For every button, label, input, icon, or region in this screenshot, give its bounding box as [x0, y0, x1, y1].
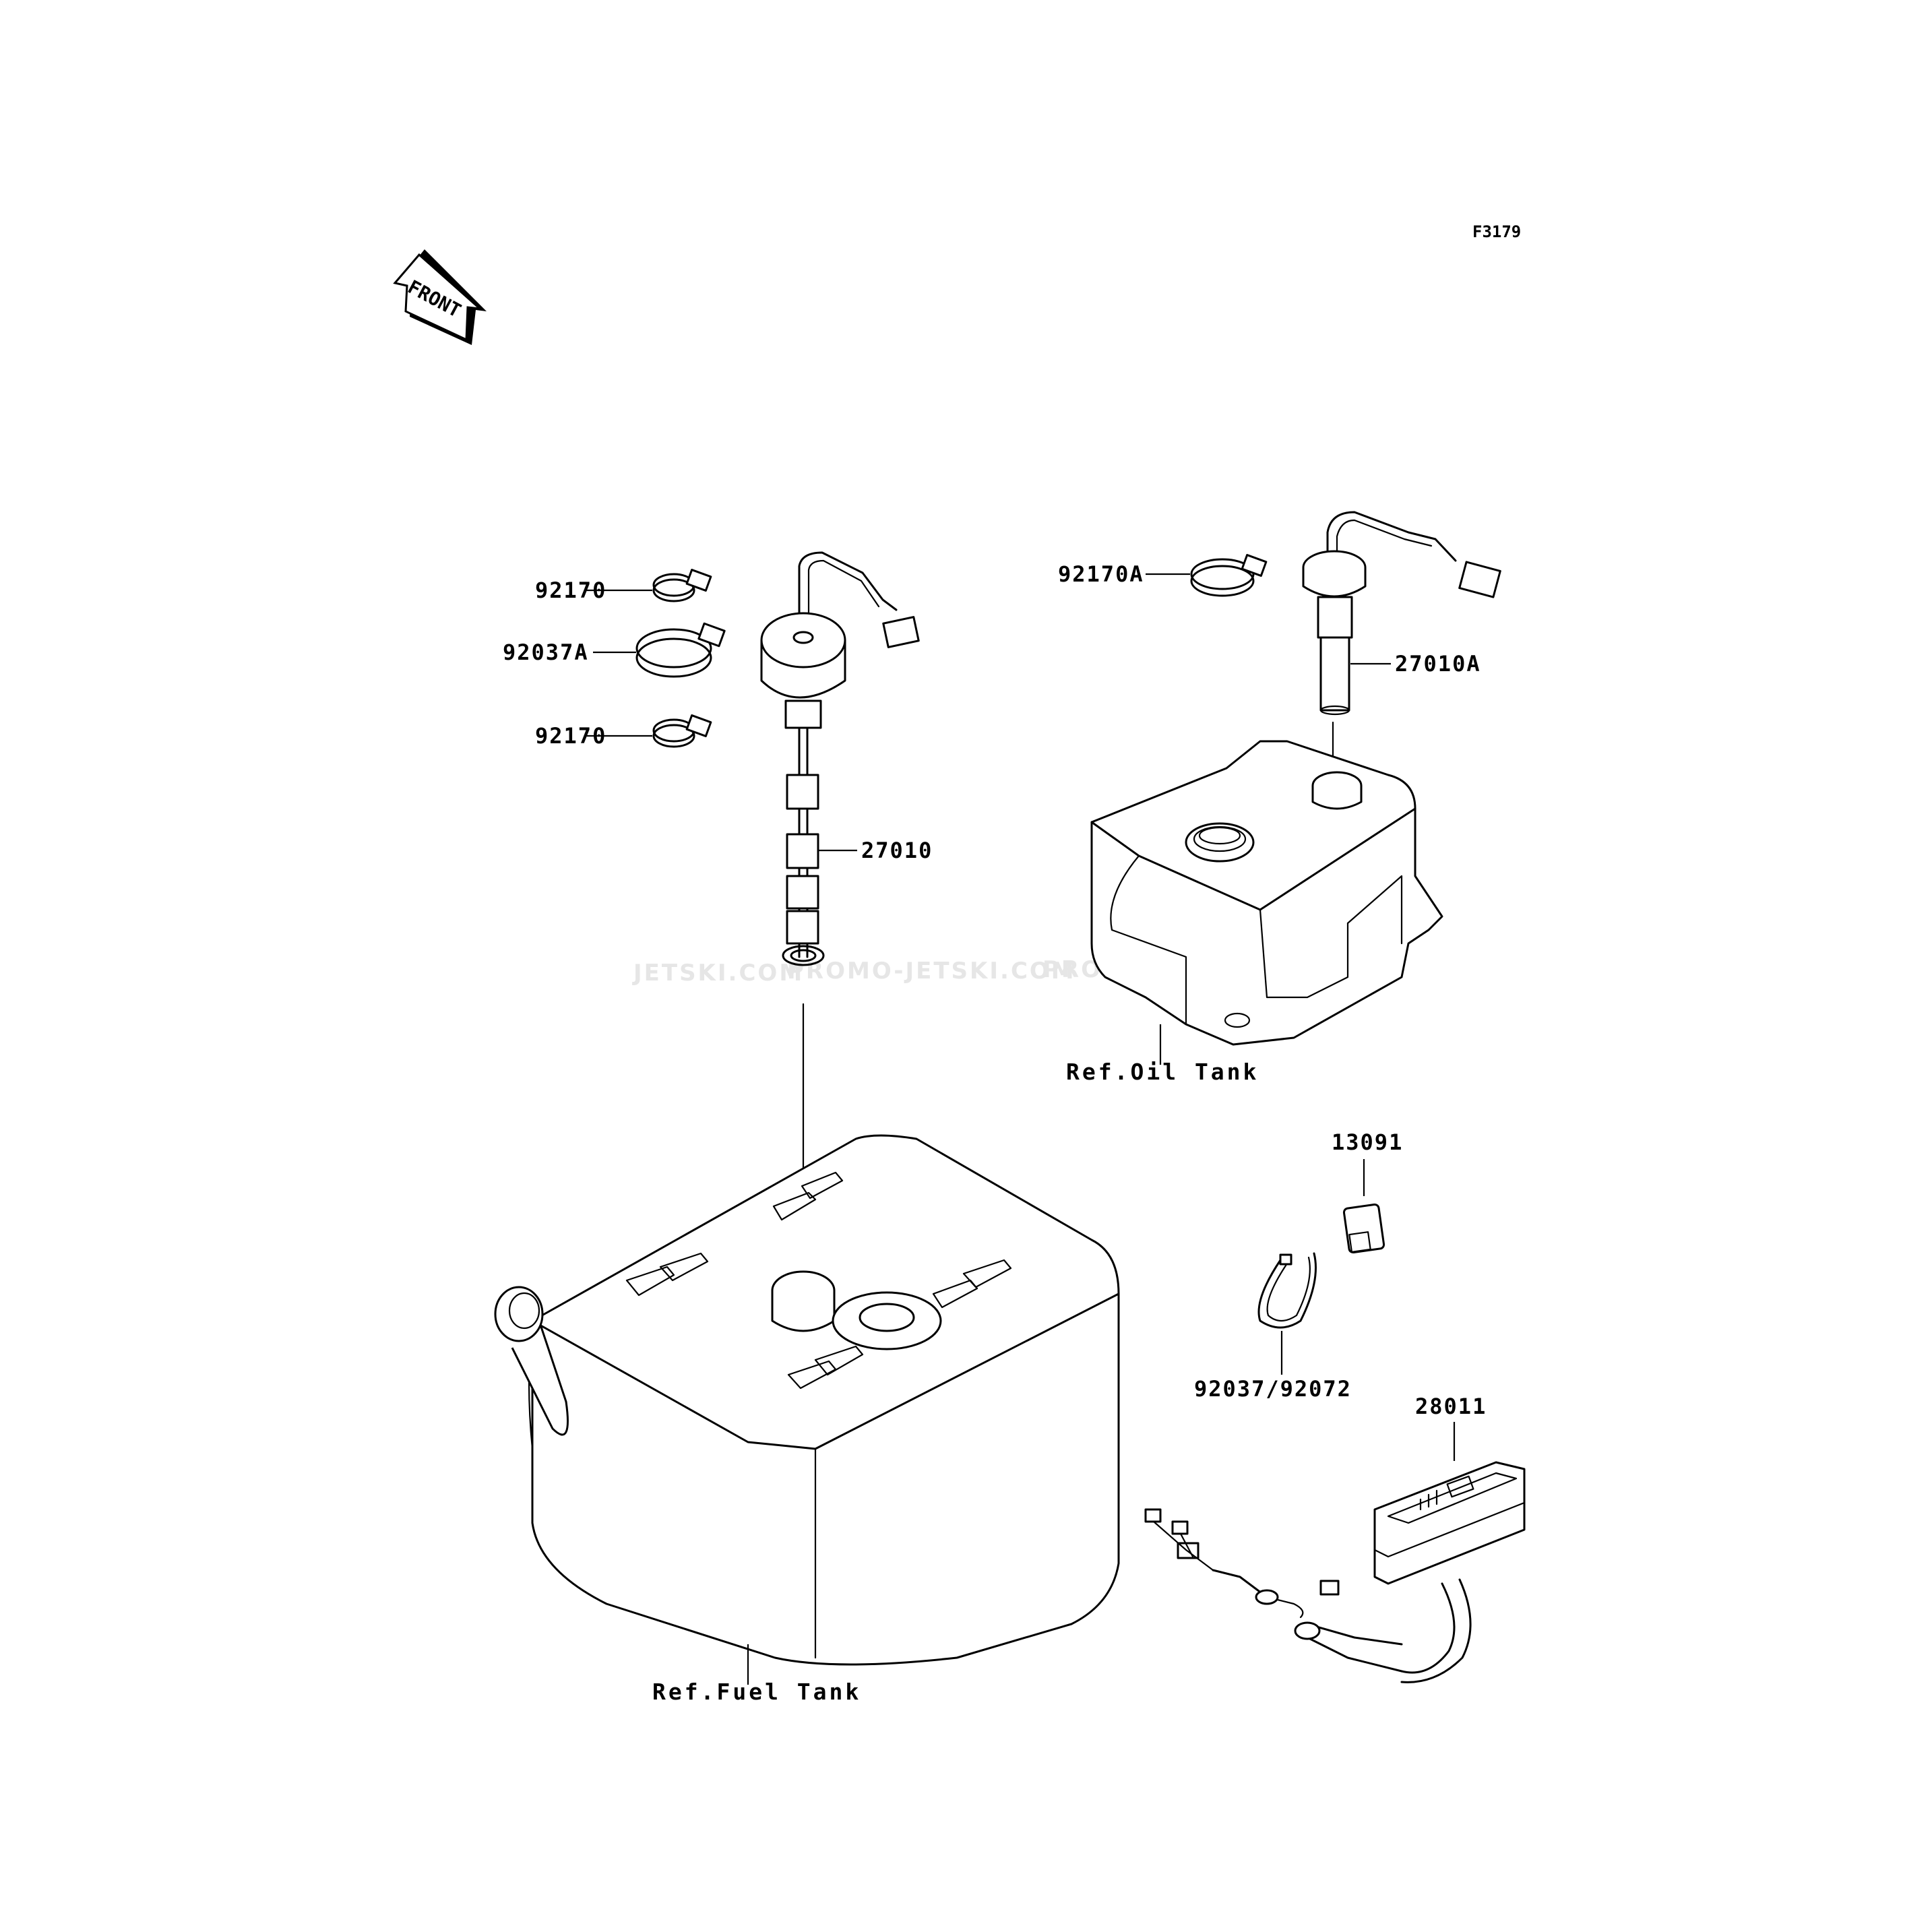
- band-92037-92072: [1257, 1252, 1317, 1329]
- watermark-1: JETSKI.COM: [632, 960, 804, 987]
- label-28011: 28011: [1415, 1394, 1487, 1419]
- label-27010a: 27010A: [1395, 651, 1481, 677]
- label-13091: 13091: [1332, 1129, 1403, 1155]
- label-92170a: 92170A: [1058, 561, 1144, 587]
- label-92037a: 92037A: [503, 640, 589, 665]
- front-arrow-icon: FRONT: [393, 249, 487, 345]
- label-ref-oil-tank: Ref.Oil Tank: [1066, 1059, 1259, 1085]
- meter-28011: [1144, 1461, 1526, 1683]
- figure-code: F3179: [1472, 222, 1521, 241]
- watermark-2: PROMO-JETSKI.COM: [787, 958, 1076, 985]
- fuse-holder-13091: [1342, 1203, 1385, 1254]
- clamp-92037a: [635, 622, 726, 678]
- fuel-tank: [494, 1134, 1120, 1666]
- fuel-gauge-sender-27010: [760, 551, 920, 966]
- clamp-92170-top: [652, 569, 712, 602]
- label-ref-fuel-tank: Ref.Fuel Tank: [652, 1679, 861, 1705]
- label-92170-top: 92170: [535, 578, 606, 603]
- label-92170-bottom: 92170: [535, 723, 606, 749]
- oil-tank: [1090, 740, 1443, 1046]
- clamp-92170-bottom: [652, 714, 712, 748]
- label-92037-92072: 92037/92072: [1194, 1376, 1352, 1402]
- clamp-92170a: [1190, 554, 1268, 597]
- oil-level-sender-27010a: [1302, 511, 1501, 716]
- label-27010: 27010: [861, 838, 933, 863]
